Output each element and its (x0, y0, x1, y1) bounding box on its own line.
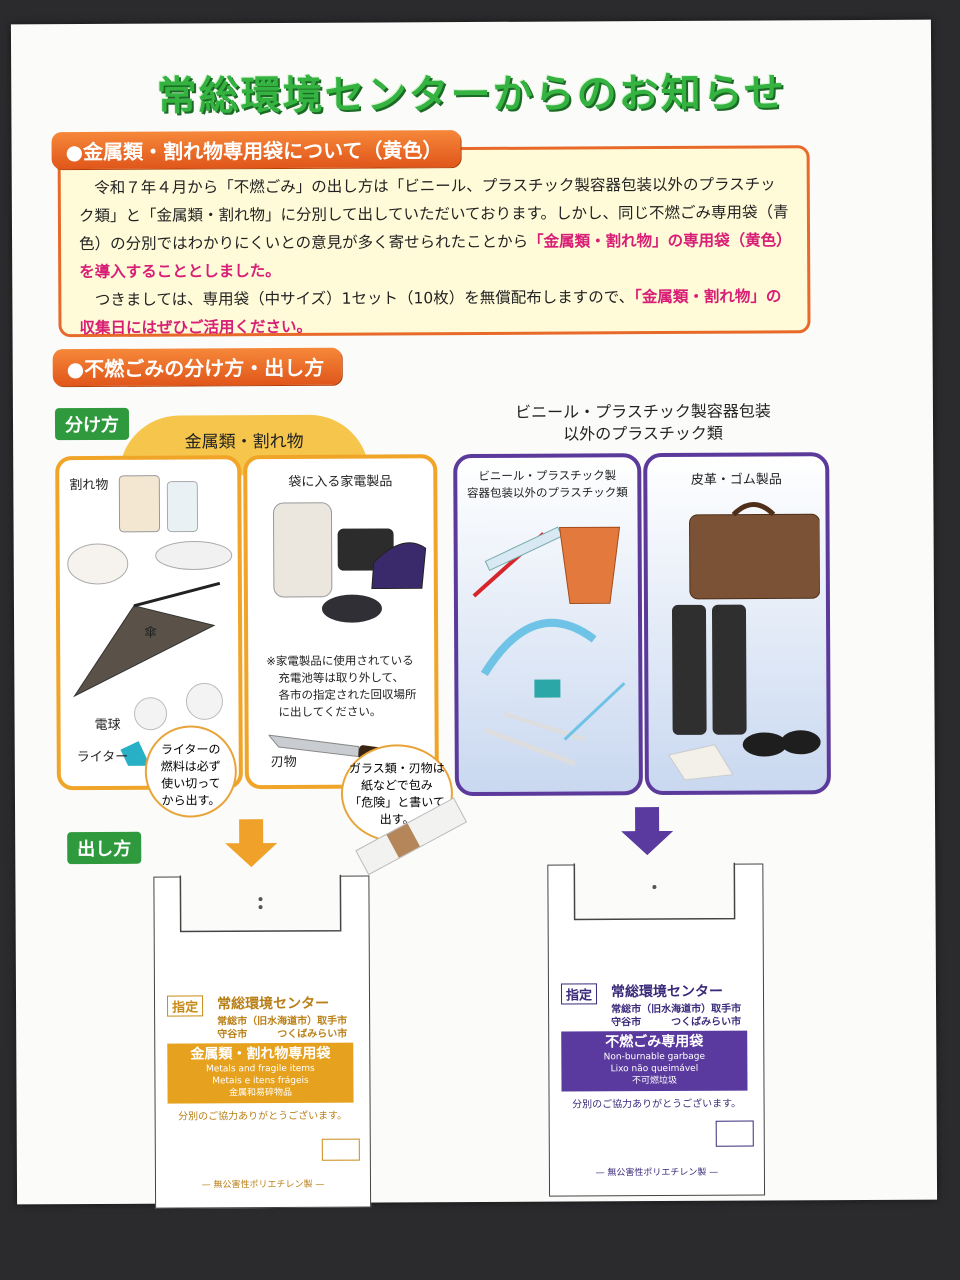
bag-thanks: 分別のご協力ありがとうございます。 (178, 1110, 348, 1123)
title-line: ビニール・プラスチック製 (478, 468, 617, 483)
bubble-line: ライターの (160, 742, 221, 757)
bubble-line: ガラス類・刃物は (348, 761, 445, 776)
box-fragile: 割れ物 傘 電球 ライター (55, 455, 243, 791)
blue-bag: 指定 常総環境センター 常総市（旧水海道市）取手市 守谷市 つくばみらい市 不燃… (547, 862, 766, 1197)
note-line: 充電池等は取り外して、 (278, 670, 404, 686)
bag-material: — 無公害性ポリエチレン製 — (201, 1179, 325, 1191)
title-line: 容器包装以外のプラスチック類 (466, 485, 628, 501)
bag-cities-line: 常総市（旧水海道市）取手市 (217, 1015, 348, 1028)
bag-name-box (321, 1138, 360, 1161)
bubble-line: 使い切って (161, 776, 221, 791)
arrow-down-icon (621, 807, 674, 856)
bag-center-name: 常総環境センター (610, 983, 724, 1001)
label-lightbulb: 電球 (94, 717, 121, 733)
yellow-bag: 指定 常総環境センター 常総市（旧水海道市）取手市 守谷市 つくばみらい市 金属… (153, 874, 372, 1209)
label-knife: 刃物 (270, 754, 297, 771)
notice-paragraph-1: 令和７年４月から「不燃ごみ」の出し方は「ビニール、プラスチック製容器包装以外のプ… (79, 170, 792, 286)
bubble-line: 紙などで包み (360, 778, 433, 793)
box-leather-rubber: 皮革・ゴム製品 (643, 452, 831, 796)
notice-sheet: 常総環境センターからのお知らせ 令和７年４月から「不燃ごみ」の出し方は「ビニール… (10, 19, 938, 1209)
box-appliances: 袋に入る家電製品 ※家電製品に使用されている 充電池等は取り外して、 各市の指定… (243, 454, 439, 790)
bag-designated-mark: 指定 (560, 983, 598, 1005)
group-label-line: ビニール・プラスチック製容器包装 (515, 401, 771, 422)
bubble-line: 燃料は必ず (160, 759, 221, 774)
box-leather-title: 皮革・ゴム製品 (690, 472, 782, 488)
box-appliances-title: 袋に入る家電製品 (288, 474, 393, 490)
band-jp: 金属類・割れ物専用袋 (190, 1045, 331, 1063)
bag-handle-cutout (179, 874, 342, 933)
bag-cities-line: 守谷市 つくばみらい市 (611, 1016, 742, 1029)
bag-name-box (715, 1120, 754, 1147)
section-heading-bags: ●金属類・割れ物専用袋について（黄色） (51, 130, 461, 170)
bag-cities: 常総市（旧水海道市）取手市 守谷市 つくばみらい市 (611, 1003, 741, 1030)
section-heading-sorting: ●不燃ごみの分け方・出し方 (52, 347, 343, 387)
box-plastics: ビニール・プラスチック製 容器包装以外のプラスチック類 (453, 453, 643, 797)
plastic-items-illustration (472, 526, 626, 766)
appliance-battery-note: ※家電製品に使用されている 充電池等は取り外して、 各市の指定された回収場所 に… (266, 652, 416, 721)
band-pt: Lixo não queimável (610, 1063, 699, 1075)
bag-center-name: 常総環境センター (217, 995, 330, 1013)
bag-material: — 無公害性ポリエチレン製 — (595, 1167, 719, 1179)
band-cn: 不可燃垃圾 (631, 1075, 677, 1087)
note-line: に出してください。 (278, 704, 382, 720)
lighter-note-bubble: ライターの 燃料は必ず 使い切って から出す。 (144, 725, 238, 818)
notice-text: つきましては、専用袋（中サイズ）1セット（10枚）を無償配布しますので、 (94, 288, 635, 309)
leather-items-illustration (667, 502, 821, 781)
arrow-down-icon (225, 819, 278, 868)
fragile-items-illustration (67, 475, 233, 767)
group-label-plastics: ビニール・プラスチック製容器包装 以外のプラスチック類 (453, 400, 833, 446)
page-title: 常総環境センターからのお知らせ (156, 70, 787, 120)
notice-box: 令和７年４月から「不燃ごみ」の出し方は「ビニール、プラスチック製容器包装以外のプ… (57, 145, 811, 338)
bag-yellow-band: 金属類・割れ物専用袋 Metals and fragile items Meta… (167, 1042, 354, 1104)
box-plastics-title: ビニール・プラスチック製 容器包装以外のプラスチック類 (457, 467, 637, 502)
bag-cities-line: 常総市（旧水海道市）取手市 (611, 1003, 742, 1016)
bag-cities-line: 守谷市 つくばみらい市 (217, 1028, 348, 1041)
note-line: ※家電製品に使用されている (266, 653, 414, 669)
label-umbrella: 傘 (144, 625, 158, 641)
bubble-line: から出す。 (161, 793, 221, 808)
band-cn: 金属和易碎物品 (228, 1087, 293, 1099)
band-pt: Metais e itens frágeis (212, 1075, 309, 1087)
band-en: Non-burnable garbage (603, 1051, 706, 1063)
wakekata-label: 分け方 (54, 407, 130, 441)
label-lighter: ライター (76, 749, 129, 766)
bag-thanks: 分別のご協力ありがとうございます。 (572, 1098, 742, 1111)
notice-paragraph-2: つきましては、専用袋（中サイズ）1セット（10枚）を無償配布しますので、「金属類… (79, 282, 791, 342)
bag-designated-mark: 指定 (167, 995, 204, 1017)
band-en: Metals and fragile items (206, 1063, 315, 1075)
bag-handle-cutout (573, 862, 736, 921)
group-label-metals: 金属類・割れ物 (184, 431, 304, 453)
group-label-line: 以外のプラスチック類 (563, 423, 723, 444)
dashikata-label: 出し方 (67, 831, 142, 865)
bag-cities: 常総市（旧水海道市）取手市 守谷市 つくばみらい市 (217, 1015, 347, 1042)
note-line: 各市の指定された回収場所 (278, 687, 417, 703)
appliances-illustration (272, 502, 427, 623)
band-jp: 不燃ごみ専用袋 (605, 1033, 704, 1051)
bag-purple-band: 不燃ごみ専用袋 Non-burnable garbage Lixo não qu… (561, 1030, 748, 1092)
